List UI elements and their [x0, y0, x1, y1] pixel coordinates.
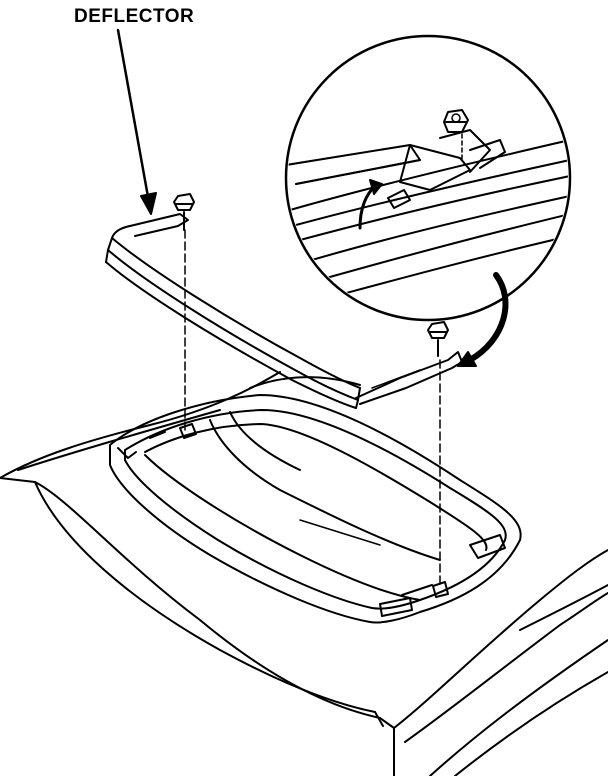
right-mounting-nut — [427, 321, 449, 357]
deflector-bar — [105, 213, 463, 409]
car-roof-outline — [0, 371, 608, 776]
deflector-leader-arrow — [116, 28, 157, 215]
detail-nut-icon — [443, 109, 469, 133]
left-mount-bracket — [179, 423, 197, 439]
deflector-label: DEFLECTOR — [74, 6, 194, 27]
right-mount-bracket — [432, 581, 449, 598]
sunroof-opening — [109, 394, 522, 624]
detail-view-circle — [284, 34, 572, 322]
left-mounting-nut — [173, 193, 195, 231]
detail-connector-arrow — [457, 272, 509, 367]
